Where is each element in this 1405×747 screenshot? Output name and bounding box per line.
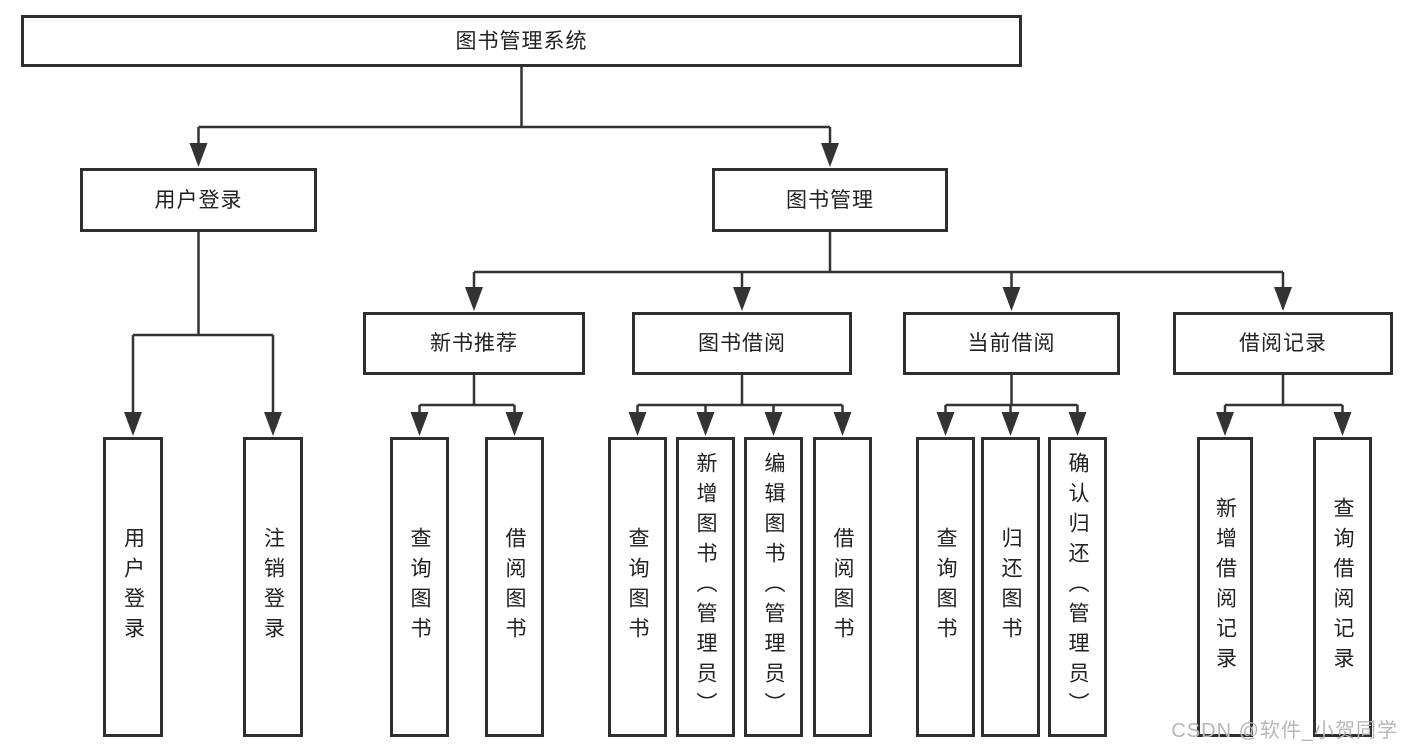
node-label-borrow-records: 借阅记录 <box>1239 332 1327 355</box>
node-label-leaf-cb-query: 查询图书 <box>934 527 957 647</box>
arrowhead-icon <box>696 412 715 436</box>
arrowhead-icon <box>833 412 852 436</box>
arrowhead-icon <box>124 412 142 436</box>
node-label-leaf-bb-edit: 编辑图书（管理员） <box>762 452 785 722</box>
arrowhead-icon <box>1002 287 1021 311</box>
node-book-mgmt: 图书管理 <box>712 168 948 232</box>
edge-user-login <box>124 232 282 436</box>
connector-path <box>197 67 832 158</box>
node-leaf-cb-query: 查询图书 <box>916 437 975 737</box>
node-root: 图书管理系统 <box>21 15 1022 67</box>
node-label-current-borrow: 当前借阅 <box>967 332 1056 355</box>
edge-borrow-records <box>1216 375 1352 436</box>
node-label-book-borrow: 图书借阅 <box>698 332 786 355</box>
arrowhead-icon <box>1274 287 1292 311</box>
edge-current-borrow <box>936 375 1087 436</box>
node-leaf-logout: 注销登录 <box>243 437 303 737</box>
node-label-leaf-br-query: 查询借阅记录 <box>1331 497 1354 677</box>
arrowhead-icon <box>1001 412 1020 436</box>
edge-book-mgmt <box>465 232 1292 311</box>
connector-path <box>1223 375 1344 427</box>
node-label-leaf-cb-return: 归还图书 <box>999 527 1022 647</box>
node-leaf-bb-query: 查询图书 <box>608 437 667 737</box>
edge-root <box>189 67 839 167</box>
node-current-borrow: 当前借阅 <box>903 312 1120 375</box>
node-leaf-user-login: 用户登录 <box>103 437 163 737</box>
arrowhead-icon <box>1068 412 1087 436</box>
node-leaf-br-add: 新增借阅记录 <box>1197 437 1253 737</box>
node-label-leaf-bb-borrow: 借阅图书 <box>831 527 854 647</box>
node-label-root: 图书管理系统 <box>455 29 588 53</box>
arrowhead-icon <box>410 412 429 436</box>
node-leaf-br-query: 查询借阅记录 <box>1313 437 1372 737</box>
node-book-borrow: 图书借阅 <box>632 312 852 375</box>
connector-path <box>418 375 516 427</box>
node-borrow-records: 借阅记录 <box>1173 312 1393 375</box>
arrowhead-icon <box>264 412 282 436</box>
node-label-leaf-logout: 注销登录 <box>261 527 285 647</box>
node-user-login: 用户登录 <box>80 168 317 232</box>
connector-path <box>472 232 1285 302</box>
connector-path <box>636 375 844 427</box>
node-leaf-rec-query: 查询图书 <box>390 437 449 737</box>
node-label-leaf-user-login: 用户登录 <box>121 527 145 647</box>
arrowhead-icon <box>189 143 208 167</box>
node-leaf-bb-add: 新增图书（管理员） <box>676 437 735 737</box>
arrowhead-icon <box>764 412 783 436</box>
arrowhead-icon <box>1216 412 1234 436</box>
node-label-leaf-rec-query: 查询图书 <box>408 527 431 647</box>
node-leaf-rec-borrow: 借阅图书 <box>485 437 544 737</box>
arrowhead-icon <box>821 143 839 167</box>
node-label-user-login: 用户登录 <box>154 188 243 212</box>
watermark: CSDN @软件_小贺同学 <box>1171 720 1398 742</box>
arrowhead-icon <box>505 412 524 436</box>
connector-path <box>131 232 275 427</box>
node-leaf-bb-borrow: 借阅图书 <box>813 437 872 737</box>
node-new-book-rec: 新书推荐 <box>363 312 585 375</box>
node-label-book-mgmt: 图书管理 <box>786 188 874 212</box>
node-label-leaf-cb-confirm: 确认归还（管理员） <box>1066 452 1089 722</box>
node-leaf-cb-return: 归还图书 <box>981 437 1040 737</box>
node-leaf-bb-edit: 编辑图书（管理员） <box>744 437 803 737</box>
node-label-leaf-bb-add: 新增图书（管理员） <box>694 452 717 722</box>
node-label-leaf-bb-query: 查询图书 <box>626 527 649 647</box>
node-label-leaf-rec-borrow: 借阅图书 <box>503 527 526 647</box>
arrowhead-icon <box>733 287 751 311</box>
node-label-new-book-rec: 新书推荐 <box>430 332 518 355</box>
node-label-leaf-br-add: 新增借阅记录 <box>1213 497 1237 677</box>
edge-new-book-rec <box>410 375 524 436</box>
edge-book-borrow <box>628 375 852 436</box>
arrowhead-icon <box>936 412 955 436</box>
arrowhead-icon <box>1333 412 1352 436</box>
arrowhead-icon <box>465 287 483 311</box>
node-leaf-cb-confirm: 确认归还（管理员） <box>1048 437 1107 737</box>
arrowhead-icon <box>628 412 647 436</box>
